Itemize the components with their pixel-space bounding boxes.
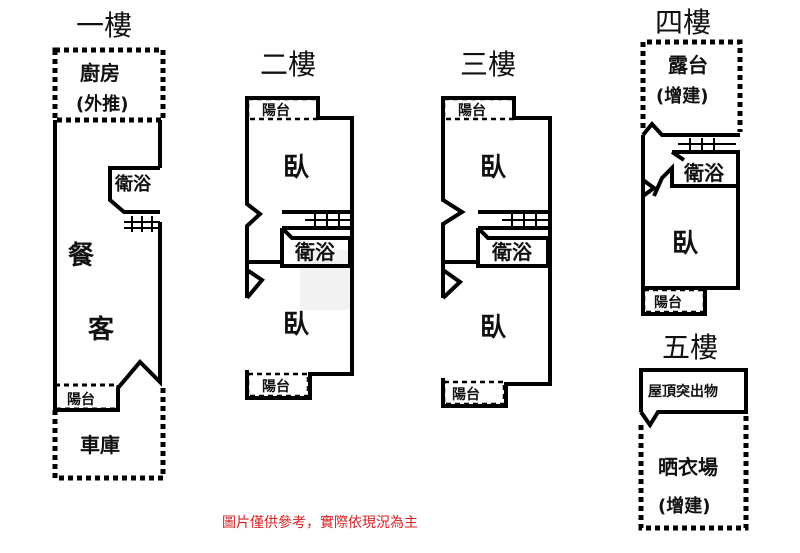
floor-2-bedroom-bottom-label: 臥 [283,310,310,340]
kitchen-area [52,47,166,123]
garage-label: 車庫 [80,433,120,457]
floor-5: 五樓 屋頂突出物 晒衣場 (增建) [638,331,749,531]
dining-label: 餐 [68,241,95,271]
floor-2-bottom-balcony-label: 陽台 [262,378,290,395]
floor-4-balcony-label: 陽台 [654,294,682,311]
floor-4-bath-label: 衛浴 [683,161,725,185]
living-label: 客 [88,314,115,345]
floor-2-top-balcony-walls [245,96,320,122]
floor-2-title: 二樓 [260,48,316,81]
terrace-label: 露台 [668,53,708,77]
garage-area [52,385,166,481]
floor-2-bath-label: 衛浴 [294,240,336,264]
floor-1-title: 一樓 [76,9,132,42]
floor-1-balcony-label: 陽台 [67,391,95,408]
terrace-note: (增建) [656,85,708,107]
floor-2-bottom-balcony-outline [246,372,310,398]
floor-3-bath-box [476,226,550,268]
drying-yard-label: 晒衣場 [658,455,718,479]
kitchen-label: 廚房 [80,61,120,85]
terrace-area [640,39,743,132]
disclaimer-text: 圖片僅供參考，實際依現況為主 [222,514,418,531]
floor-2-main-walls [245,116,354,400]
floor-3-top-balcony-label: 陽台 [458,102,486,119]
roof-structure-walls [639,368,748,429]
floor-2-top-balcony-label: 陽台 [262,102,290,119]
floor-3: 三樓 陽台 臥 衛浴 臥 陽台 [441,48,552,408]
floor-5-title: 五樓 [662,331,718,364]
floor-4-title: 四樓 [655,6,711,39]
roof-structure-label: 屋頂突出物 [648,383,718,400]
floor-2-bath-box [280,226,352,268]
drying-yard-note: (增建) [658,495,710,517]
floor-3-bedroom-top-label: 臥 [480,153,507,183]
kitchen-note: (外推) [76,93,128,115]
floor-2: 二樓 陽台 臥 衛浴 臥 陽台 [245,48,354,400]
floor-1-balcony-outline [53,383,120,411]
floor-2-bedroom-top-label: 臥 [283,153,310,183]
floor-4-balcony-outline [642,288,706,314]
floor-3-bath-label: 衛浴 [491,240,533,264]
floor-4-bath-walls [652,150,740,197]
floor-3-top-balcony-walls [441,96,516,122]
floor-1-bath-walls [108,166,160,214]
floor-3-bedroom-bottom-label: 臥 [480,313,507,343]
floor-3-bottom-balcony-outline [442,380,506,406]
floor-3-title: 三樓 [460,48,516,81]
floor-3-main-walls [441,116,552,408]
floor-1: 一樓 廚房 (外推) 衛浴 餐 客 陽台 車庫 [52,9,166,481]
drying-yard-area [638,412,749,531]
floor-4-bedroom-label: 臥 [672,229,699,259]
floor-1-bath-label: 衛浴 [114,173,152,195]
floor-3-bottom-balcony-label: 陽台 [452,386,480,403]
floor-4: 四樓 露台 (增建) 衛浴 臥 陽台 [640,6,743,316]
floor-4-main-walls [641,120,740,290]
